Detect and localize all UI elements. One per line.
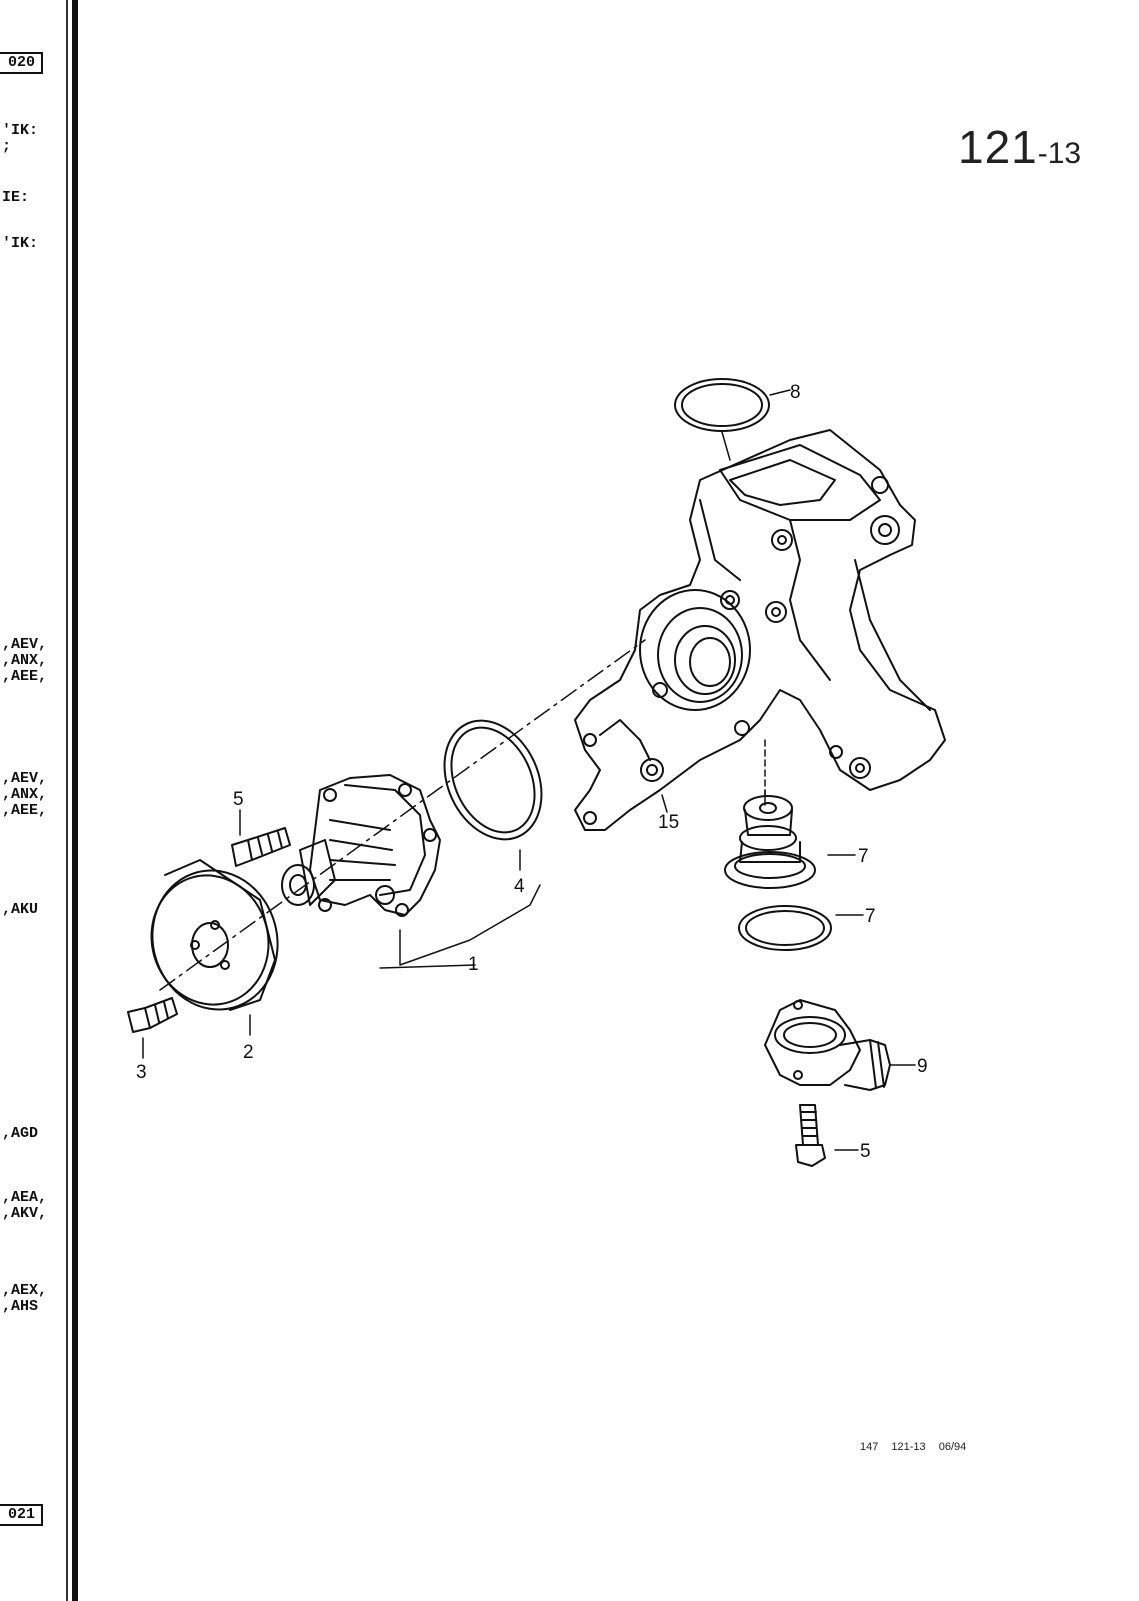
callout: 1 xyxy=(468,954,479,975)
margin-label: IE: xyxy=(2,189,30,206)
callout: 9 xyxy=(917,1056,928,1077)
pump-gasket xyxy=(443,719,543,841)
o-ring-top-leader xyxy=(721,431,731,461)
pump-bracket-line xyxy=(399,884,541,966)
footer-ref: 147 121-13 06/94 xyxy=(860,1441,967,1453)
engine-code-list: ,AEV, ,ANX, ,AEE, xyxy=(2,770,48,819)
margin-label: 'IK: ; xyxy=(2,122,39,155)
callout: 5 xyxy=(860,1141,871,1162)
bolt-lower xyxy=(127,997,178,1033)
bottom-page-ref-box: 021 xyxy=(0,1504,44,1526)
coolant-flange xyxy=(764,999,891,1091)
page-number: 121-13 xyxy=(958,120,1081,174)
water-pump xyxy=(281,774,441,917)
callout: 7 xyxy=(865,906,876,927)
pump-bracket-base xyxy=(379,964,476,969)
page-number-main: 121 xyxy=(958,121,1038,173)
engine-code-list: ,AEX, ,AHS xyxy=(2,1282,48,1315)
engine-code-list: ,AGD xyxy=(2,1125,39,1142)
callout: 2 xyxy=(243,1042,254,1063)
page-number-sub: -13 xyxy=(1037,137,1082,170)
housing-leader xyxy=(661,794,668,813)
margin-label: 'IK: xyxy=(2,235,39,252)
bolt-flange xyxy=(795,1104,826,1167)
binding-rule-thin xyxy=(66,0,68,1601)
bolt-upper xyxy=(231,827,291,867)
callout: 4 xyxy=(514,876,525,897)
callout: 7 xyxy=(858,846,869,867)
callout: 15 xyxy=(658,812,679,833)
o-ring-lower xyxy=(738,905,832,951)
callout: 5 xyxy=(233,789,244,810)
engine-code-list: ,AEA, ,AKV, xyxy=(2,1189,48,1222)
axis-line xyxy=(159,639,646,991)
o-ring-top-callout-leader xyxy=(769,389,791,396)
callout: 3 xyxy=(136,1062,147,1083)
pump-housing-bracket xyxy=(574,429,946,831)
top-page-ref-box: 020 xyxy=(0,52,44,74)
engine-code-list: ,AKU xyxy=(2,901,39,918)
seal-cap xyxy=(724,795,816,889)
binding-rule xyxy=(72,0,78,1601)
o-ring-top xyxy=(674,378,770,432)
engine-code-list: ,AEV, ,ANX, ,AEE, xyxy=(2,636,48,685)
callout: 8 xyxy=(790,382,801,403)
pulley xyxy=(150,859,279,1011)
